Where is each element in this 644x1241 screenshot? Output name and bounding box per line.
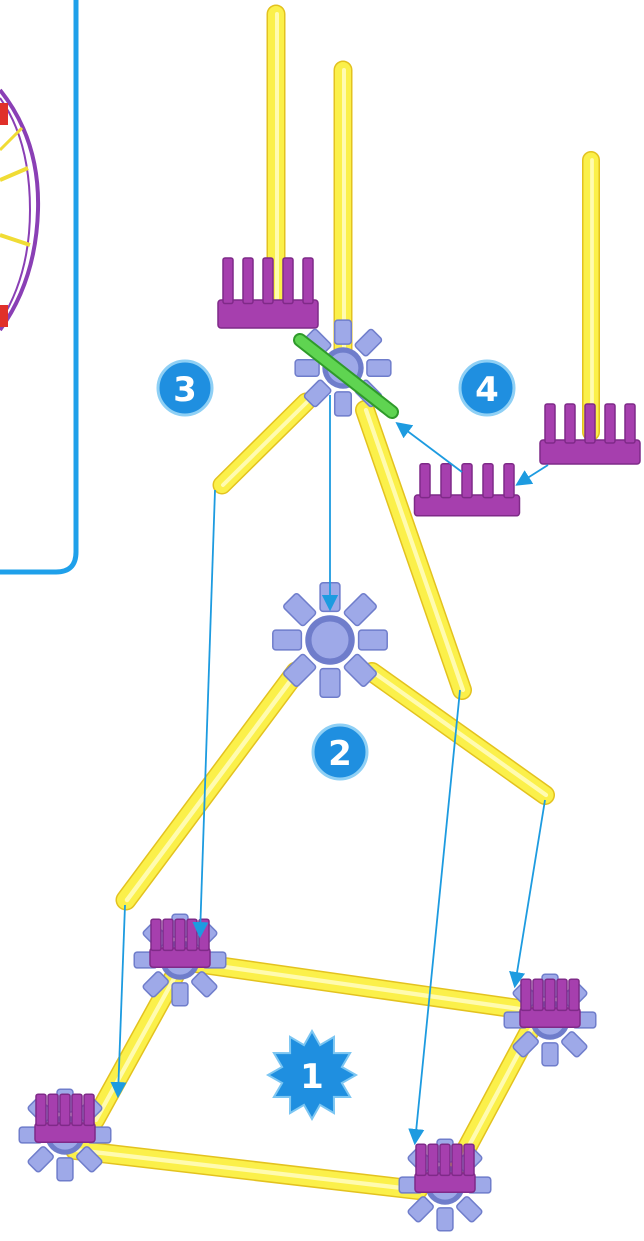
- yellow-rod: [276, 14, 277, 300]
- yellow-rod: [343, 70, 344, 350]
- step-number-1: 1: [300, 1057, 324, 1097]
- inset-border: [0, 0, 76, 572]
- assembly-arrow-icon: [415, 690, 460, 1142]
- purple-half-connector-icon: [415, 1144, 475, 1192]
- yellow-rod: [75, 1150, 419, 1190]
- purple-half-connector-icon: [218, 258, 318, 328]
- step-badge-2: 2: [313, 725, 367, 779]
- ferris-wheel-fragment-icon: [0, 90, 38, 330]
- step-badge-3: 3: [158, 361, 212, 415]
- yellow-rod: [95, 975, 176, 1120]
- inset-panel: [0, 0, 76, 572]
- purple-half-connector-icon: [415, 464, 520, 516]
- yellow-rod: [222, 402, 307, 485]
- step-badge-1: 1: [268, 1031, 356, 1119]
- purple-half-connector-icon: [35, 1094, 95, 1142]
- purple-half-connector-icon: [540, 404, 640, 464]
- yellow-rod: [126, 672, 297, 900]
- assembly-arrow-icon: [200, 490, 215, 935]
- yellow-rod: [175, 960, 541, 1012]
- step-number-4: 4: [475, 370, 499, 410]
- yellow-rod: [591, 160, 592, 432]
- assembly-arrow-icon: [515, 800, 545, 985]
- purple-half-connector-icon: [520, 979, 580, 1027]
- step-number-3: 3: [173, 370, 197, 410]
- assembly-arrow-icon: [518, 465, 548, 484]
- step-badge-4: 4: [460, 361, 514, 415]
- step-number-2: 2: [328, 734, 352, 774]
